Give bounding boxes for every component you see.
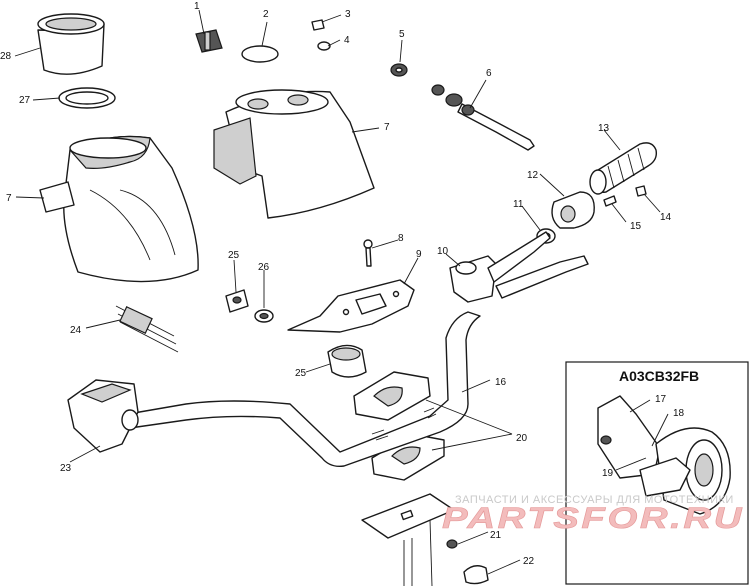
watermark-logo: PARTSFOR.RU: [442, 502, 744, 535]
part-9-bracket: [287, 279, 415, 333]
callout-4: 4: [344, 35, 350, 46]
part-5-nut: [390, 63, 408, 77]
watermark: ЗАПЧАСТИ И АКСЕССУАРЫ ДЛЯ МОТОТЕХНИКИ PA…: [442, 494, 744, 535]
callout-numbers: 1 2 3 4 5 6 7 7 8 9 10 11 12 13 14 15 16…: [0, 1, 672, 567]
callout-9: 9: [416, 249, 422, 260]
part-1-switch: [195, 29, 223, 53]
callout-19: 19: [602, 468, 614, 479]
part-27-ring: [58, 87, 116, 109]
callout-24: 24: [70, 325, 82, 336]
part-21-mounting-plate: [361, 493, 458, 586]
callout-15: 15: [630, 221, 642, 232]
callout-10: 10: [437, 246, 449, 257]
part-12-throttle-housing: [551, 191, 595, 229]
callout-8: 8: [398, 233, 404, 244]
watermark-caption: ЗАПЧАСТИ И АКСЕССУАРЫ ДЛЯ МОТОТЕХНИКИ: [455, 494, 734, 506]
part-23-switch-housing: [67, 379, 139, 453]
callout-2: 2: [263, 9, 269, 20]
part-6-throttle-cable: [431, 84, 535, 151]
part-24-wire-connector: [115, 305, 179, 353]
part-28-cup: [37, 13, 105, 75]
part-26-washer: [254, 309, 274, 323]
part-2-lens: [241, 45, 279, 63]
part-4-nut: [317, 41, 331, 51]
part-3-screw: [311, 19, 325, 31]
callout-7-right: 7: [384, 122, 390, 133]
part-7-right-headlight-housing: [213, 89, 375, 219]
callout-25-lower: 25: [295, 368, 307, 379]
part-15-screw: [603, 195, 617, 207]
part-7-left-headlight-housing: [39, 135, 199, 283]
part-16-handlebar: [127, 311, 481, 468]
callout-14: 14: [660, 212, 672, 223]
callout-17: 17: [655, 394, 667, 405]
callout-13: 13: [598, 123, 610, 134]
callout-1: 1: [194, 1, 200, 12]
part-10-brake-lever: [449, 231, 589, 303]
part-25-fitting-upper: [225, 289, 249, 313]
callout-21: 21: [490, 530, 502, 541]
part-25-grommet-lower: [327, 344, 367, 378]
callout-27: 27: [19, 95, 31, 106]
callout-5: 5: [399, 29, 405, 40]
part-22-clip: [463, 565, 489, 585]
callout-12: 12: [527, 170, 539, 181]
inset-detail: A03CB32FB 17 18 19: [565, 361, 749, 585]
leader-lines: [14, 9, 661, 575]
callout-26: 26: [258, 262, 270, 273]
callout-6: 6: [486, 68, 492, 79]
callout-20: 20: [516, 433, 528, 444]
callout-11: 11: [513, 199, 524, 210]
callout-28: 28: [0, 51, 12, 62]
callout-7-left: 7: [6, 193, 12, 204]
part-14-bolt: [635, 185, 647, 197]
inset-title: A03CB32FB: [619, 368, 699, 384]
callout-23: 23: [60, 463, 72, 474]
part-20-upper-clamp: [353, 371, 431, 421]
callout-22: 22: [523, 556, 535, 567]
part-8-bolt: [363, 239, 373, 267]
callout-16: 16: [495, 377, 507, 388]
callout-3: 3: [345, 9, 351, 20]
callout-25-upper: 25: [228, 250, 240, 261]
callout-18: 18: [673, 408, 685, 419]
part-13-grip: [589, 142, 658, 195]
